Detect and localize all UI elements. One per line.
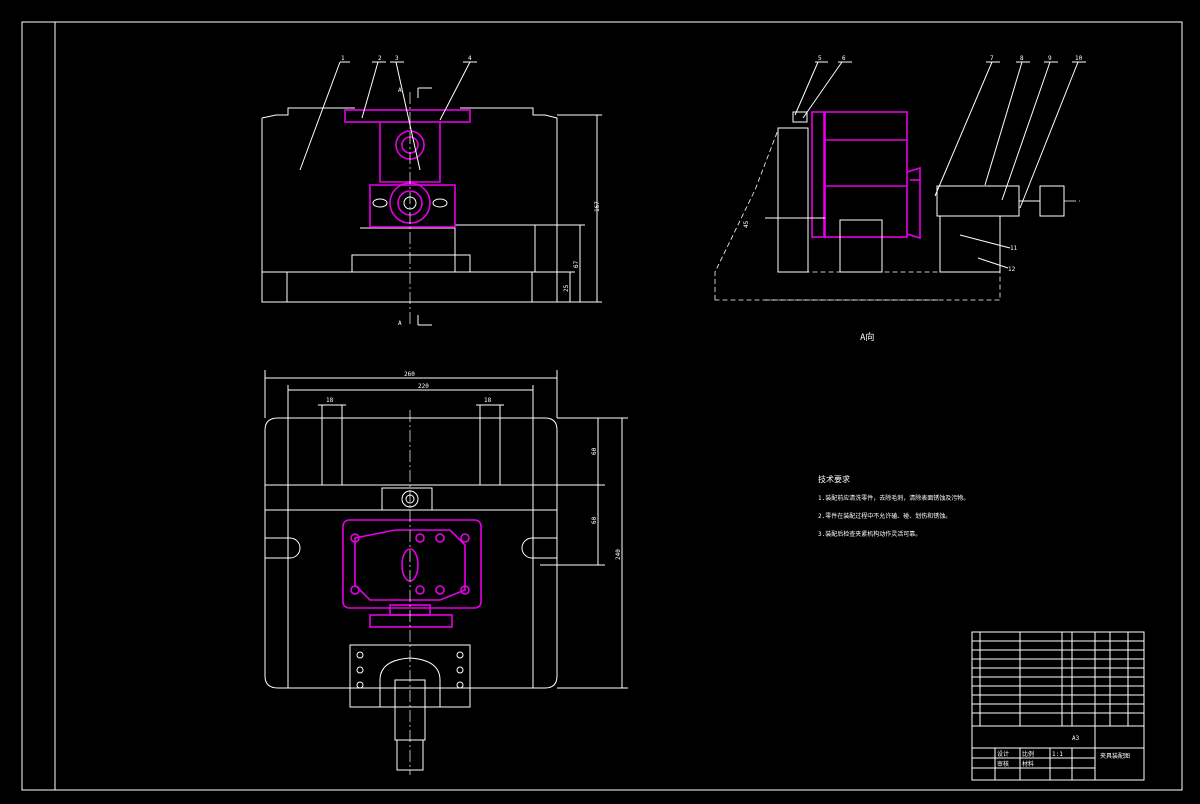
balloon-8: 8 [1020, 55, 1024, 62]
title-block: A3 夹具装配图 设计 审核 比例 1:1 材料 [971, 631, 1145, 781]
u-slot-right [521, 537, 557, 559]
front-side-block [454, 224, 536, 273]
front-body-outline [261, 107, 558, 273]
side-upright [777, 127, 809, 273]
balloon-10: 10 [1075, 55, 1083, 62]
balloon-9: 9 [1048, 55, 1052, 62]
front-base-inner [286, 271, 533, 303]
clamp-block-part [369, 184, 456, 228]
slot-right [479, 404, 501, 486]
section-mark-bottom: A [398, 320, 402, 327]
title-block-frame [971, 631, 1145, 781]
drawing-name: 夹具装配图 [1100, 752, 1130, 760]
plan-outline [264, 417, 558, 689]
front-base-plate [261, 271, 558, 303]
dim-220: 220 [418, 383, 429, 390]
dim-60-top: 60 [591, 447, 598, 455]
balloon-6: 6 [842, 55, 846, 62]
designer-label: 设计 [997, 750, 1009, 758]
side-dim-small: 45 [743, 220, 750, 228]
side-support-block [939, 215, 1001, 273]
plan-view: 260 220 18 18 60 60 240 [264, 370, 628, 775]
balloon-1: 1 [341, 55, 345, 62]
notes-title: 技术要求 [818, 474, 850, 484]
dim-67: 67 [573, 260, 580, 268]
balloon-11: 11 [1010, 245, 1018, 252]
dim-25: 25 [563, 284, 570, 292]
dim-18-left: 18 [326, 397, 334, 404]
clamp-plate-part [344, 109, 471, 123]
dim-18-right: 18 [484, 397, 492, 404]
inner-frame [54, 21, 1183, 791]
side-nut-part [906, 166, 921, 240]
front-view: A A 1 2 3 4 167 67 25 [261, 55, 602, 327]
plan-plate-part [369, 614, 453, 628]
sheet-size: A3 [1072, 735, 1080, 742]
balloon-7: 7 [990, 55, 994, 62]
technical-notes: 技术要求 1.装配前应清洗零件，去除毛刺，清除表面锈蚀及污物。 2.零件在装配过… [818, 474, 969, 538]
note-1: 1.装配前应清洗零件，去除毛刺，清除表面锈蚀及污物。 [818, 494, 969, 502]
outer-frame [21, 21, 1183, 791]
side-body-dashed [714, 129, 1001, 301]
side-clamp-part [824, 111, 908, 238]
dim-240: 240 [615, 549, 622, 560]
balloon-2: 2 [378, 55, 382, 62]
balloon-5: 5 [818, 55, 822, 62]
plan-clamp-part [342, 519, 482, 609]
section-mark-top: A [398, 87, 402, 94]
side-screw-body [936, 185, 1020, 217]
front-support [351, 254, 471, 273]
checker-label: 审核 [997, 760, 1009, 768]
material-label: 材料 [1022, 760, 1034, 768]
scale-value: 1:1 [1052, 751, 1063, 758]
side-view: 45 5 6 7 8 9 10 11 12 A向 [714, 55, 1086, 343]
dim-167: 167 [594, 201, 601, 212]
note-2: 2.零件在装配过程中不允许磕、碰、划伤和锈蚀。 [818, 512, 951, 520]
slot-left [321, 404, 343, 486]
side-handle [1039, 185, 1065, 217]
dim-260: 260 [404, 371, 415, 378]
scale-label: 比例 [1022, 750, 1034, 758]
dim-60-mid: 60 [591, 516, 598, 524]
note-3: 3.装配后检查夹紧机构动作灵活可靠。 [818, 530, 921, 538]
balloon-3: 3 [395, 55, 399, 62]
balloon-12: 12 [1008, 266, 1016, 273]
u-slot-left [265, 537, 301, 559]
balloon-4: 4 [468, 55, 472, 62]
view-label: A向 [860, 331, 874, 343]
